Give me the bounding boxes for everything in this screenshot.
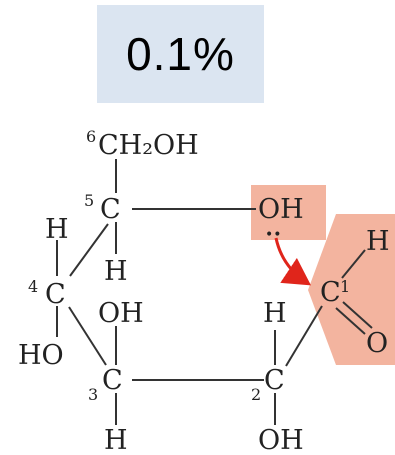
c3-hydroxyl: OH [98, 298, 144, 329]
c6-group: CH₂OH [98, 130, 199, 161]
c5-hydrogen: H [104, 256, 128, 287]
bond-c4-c3 [68, 306, 107, 366]
c4-atom: C [45, 279, 66, 310]
percentage-box: 0.1% [97, 5, 264, 103]
c2-hydroxyl: OH [258, 425, 304, 455]
c2-hydrogen: H [263, 298, 287, 329]
aldehyde-highlight [308, 214, 395, 365]
c1-oxygen: O [366, 328, 388, 359]
bond-c1-o-b [342, 301, 373, 329]
c3-number: 3 [88, 385, 98, 404]
c6-number: 6 [86, 127, 96, 146]
c5-hydroxyl: OH [258, 194, 304, 225]
c1-hydrogen: H [366, 226, 390, 257]
c1-atom: C [320, 277, 341, 308]
c4-number: 4 [28, 277, 38, 296]
hydroxyl-highlight [251, 185, 326, 240]
bond-c1-h [341, 249, 366, 279]
c3-hydrogen: H [104, 425, 128, 455]
c5-number: 5 [84, 191, 94, 210]
c4-upper-hydrogen: H [45, 214, 69, 245]
c2-number: 2 [251, 385, 261, 404]
bond-c2-c1 [285, 305, 323, 367]
c3-atom: C [102, 365, 123, 396]
bond-c1-o-a [335, 307, 366, 335]
c4-hydroxyl: HO [18, 340, 64, 371]
c5-atom: C [100, 194, 121, 225]
c2-atom: C [264, 365, 285, 396]
lone-pair: •• [265, 227, 282, 243]
attack-arrow [274, 237, 311, 286]
percentage-label: 0.1% [126, 28, 235, 80]
bond-c5-c4 [69, 223, 109, 277]
c1-number: 1 [340, 277, 350, 296]
